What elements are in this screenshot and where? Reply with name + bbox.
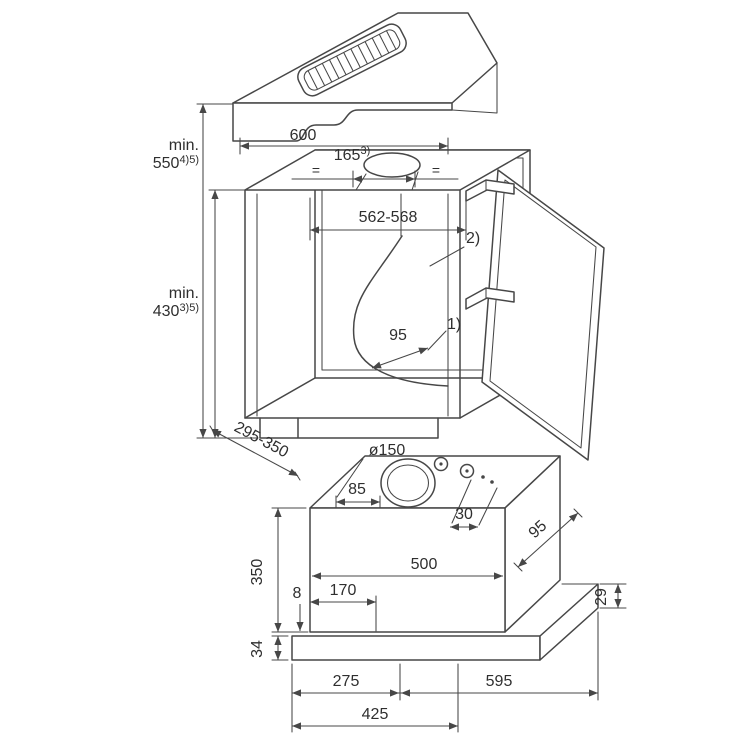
label-95-upper: 95 [389,327,407,344]
leader-note1 [428,331,446,350]
template-curve [354,236,448,386]
dim-95-upper [372,348,428,368]
label-562: 562-568 [359,209,418,226]
panel-front-face [233,103,452,141]
label-500: 500 [411,556,438,573]
label-425: 425 [362,706,389,723]
ext-350 [272,508,306,632]
hood-unit [292,456,598,660]
label-295: 295-350 [231,419,291,462]
label-275: 275 [333,673,360,690]
indicator-dot-1 [481,475,485,479]
ext-30 [452,480,497,525]
label-30: 30 [455,506,473,523]
label-note1: 1) [447,316,461,333]
door-outline [482,170,604,460]
label-min-lower: min. [169,285,199,302]
vent-grille [294,21,409,99]
canopy-body [310,456,560,632]
dim-95-rear [518,513,578,567]
knob-1-dot [439,462,443,466]
label-note2: 2) [466,230,480,247]
ext-bottom [292,612,598,732]
vent-grille-inner [302,27,402,92]
ext-29 [600,584,626,608]
label-165: 1653) [334,145,370,164]
indicator-dot-2 [490,480,494,484]
label-8: 8 [293,585,302,602]
label-430: 4303)5) [153,302,199,320]
ext-34 [272,636,288,660]
label-350: 350 [249,559,266,586]
door-panel [482,170,604,460]
leader-note2 [430,247,464,266]
control-knobs [435,458,494,484]
plinth [260,418,438,438]
equal-mark-right: = [432,162,440,178]
duct-cutout-hole [364,153,420,177]
knob-2-dot [465,469,469,473]
bottom-panel [292,584,598,660]
label-85: 85 [348,481,366,498]
hinges [466,180,514,309]
label-duct-diameter: ø150 [369,442,406,459]
duct-collar-outer [381,459,435,507]
upper-cupboard-panel [233,13,497,141]
ext-heights [197,104,258,438]
label-600: 600 [290,127,317,144]
label-595: 595 [486,673,513,690]
label-550: 5504)5) [153,154,199,172]
panel-break-edge [452,63,497,113]
equal-mark-left: = [312,162,320,178]
panel-right-side [540,584,598,660]
label-170: 170 [330,582,357,599]
label-34: 34 [249,640,266,658]
label-min-upper: min. [169,137,199,154]
label-29: 29 [593,588,610,606]
vent-grille-slats [308,31,395,89]
door-inner-outline [490,180,596,448]
duct-collar-inner [388,465,429,501]
dim-295 [212,430,298,476]
vent-grille-outer [294,21,409,99]
panel-front [292,636,540,660]
